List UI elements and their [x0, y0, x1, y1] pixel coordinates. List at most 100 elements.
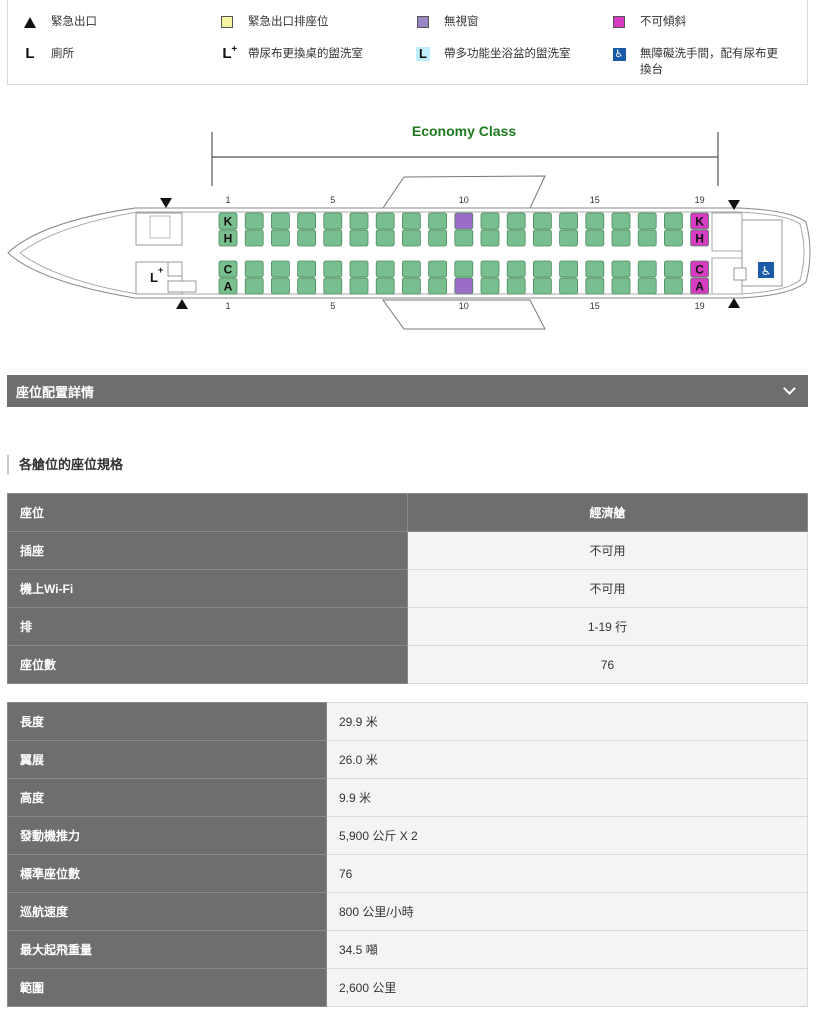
header-seat: 座位	[7, 493, 408, 532]
emergency-exit-icon	[728, 200, 740, 210]
fuselage	[7, 207, 811, 299]
row-number: 1	[225, 195, 230, 205]
seat-row-8	[401, 229, 421, 247]
chevron-down-icon[interactable]	[783, 382, 796, 395]
seat-row-7	[375, 212, 395, 230]
seat-row-14	[559, 212, 578, 230]
row-number: 10	[459, 195, 469, 205]
seat-row-18	[664, 277, 683, 295]
lower-wing	[382, 299, 546, 330]
row-number: 19	[695, 195, 705, 205]
seat-letter: C	[695, 263, 704, 277]
lavatory-icon: L	[25, 45, 35, 62]
seat-row-8	[401, 260, 421, 278]
seat-row-11	[480, 229, 500, 247]
accordion-label: 座位配置詳情	[16, 384, 95, 400]
seat-row-4	[297, 229, 317, 247]
seat-row-12	[506, 212, 526, 230]
seat-row-4	[297, 212, 317, 230]
emergency-exit-icon	[176, 299, 188, 309]
row-number: 5	[330, 301, 335, 311]
seat-row-10	[454, 277, 474, 295]
row-number: 19	[695, 301, 705, 311]
svg-text:+: +	[158, 265, 163, 275]
seat-row-16	[611, 260, 631, 278]
seat-legend: 緊急出口 緊急出口排座位 無視窗 不可傾斜 L 廁所 L+ 帶尿布更換桌的盥洗室…	[7, 0, 808, 85]
multi-function-lavatory-icon: L	[416, 47, 430, 61]
legend-baby-change: L+ 帶尿布更換桌的盥洗室	[220, 44, 363, 62]
seat-letter: H	[224, 232, 233, 246]
seat-row-6	[349, 277, 369, 295]
seat-row-14	[559, 229, 578, 247]
seat-configuration-accordion[interactable]: 座位配置詳情	[7, 375, 808, 407]
seat-row-15	[585, 229, 605, 247]
seat-row-2	[244, 260, 264, 278]
section-title: 各艙位的座位規格	[7, 455, 123, 475]
seat-row-1	[218, 212, 238, 230]
seat-row-11	[480, 277, 500, 295]
seat-row-15	[585, 260, 605, 278]
seat-row-14	[559, 260, 578, 278]
seat-row-6	[349, 260, 369, 278]
purple-square-icon	[416, 15, 430, 29]
seat-row-9	[428, 277, 448, 295]
table-row: 機上Wi-Fi 不可用	[7, 569, 808, 608]
seat-row-8	[401, 212, 421, 230]
seat-row-12	[506, 260, 526, 278]
seat-row-3	[270, 229, 290, 247]
seat-letter: H	[695, 232, 704, 246]
seat-letter: K	[224, 215, 233, 229]
seat-row-7	[375, 260, 395, 278]
seat-row-14	[559, 277, 578, 295]
seat-row-18	[664, 229, 683, 247]
seat-row-2	[244, 277, 264, 295]
seat-row-4	[297, 277, 317, 295]
seat-letter: A	[695, 280, 704, 294]
legend-exit-row: 緊急出口排座位	[220, 14, 329, 30]
seat-row-19	[690, 277, 709, 295]
seat-row-6	[349, 212, 369, 230]
legend-no-window: 無視窗	[416, 14, 479, 30]
svg-text:♿: ♿	[761, 264, 772, 278]
seat-row-16	[611, 212, 631, 230]
seat-row-3	[270, 277, 290, 295]
legend-emergency-exit: 緊急出口	[23, 14, 97, 30]
seat-row-5	[323, 277, 343, 295]
seat-row-13	[533, 229, 552, 247]
seat-row-12	[506, 277, 526, 295]
seat-row-1	[218, 229, 238, 247]
seat-row-16	[611, 277, 631, 295]
seat-row-18	[664, 260, 683, 278]
seat-row-19	[690, 212, 709, 230]
cabin-spec-table: 座位 經濟艙 插座 不可用 機上Wi-Fi 不可用 排 1-19 行 座位數 7…	[7, 493, 808, 684]
seat-row-4	[297, 260, 317, 278]
seat-row-13	[533, 260, 552, 278]
cabin-label: Economy Class	[412, 123, 516, 139]
seat-row-16	[611, 229, 631, 247]
baby-change-lavatory-icon: L+	[222, 44, 238, 62]
seat-row-12	[506, 229, 526, 247]
seat-row-13	[533, 212, 552, 230]
table-header-row: 座位 經濟艙	[7, 493, 808, 532]
seat-row-17	[637, 212, 657, 230]
legend-no-recline: 不可傾斜	[612, 14, 686, 30]
row-number: 1	[225, 301, 230, 311]
seat-row-11	[480, 212, 500, 230]
seat-row-9	[428, 212, 448, 230]
seat-row-17	[637, 260, 657, 278]
seat-row-6	[349, 229, 369, 247]
seat-row-8	[401, 277, 421, 295]
table-row: 插座 不可用	[7, 531, 808, 570]
seat-row-9	[428, 229, 448, 247]
seat-row-10	[454, 260, 474, 278]
seat-row-7	[375, 277, 395, 295]
seat-row-3	[270, 212, 290, 230]
table-row: 座位數 76	[7, 645, 808, 684]
